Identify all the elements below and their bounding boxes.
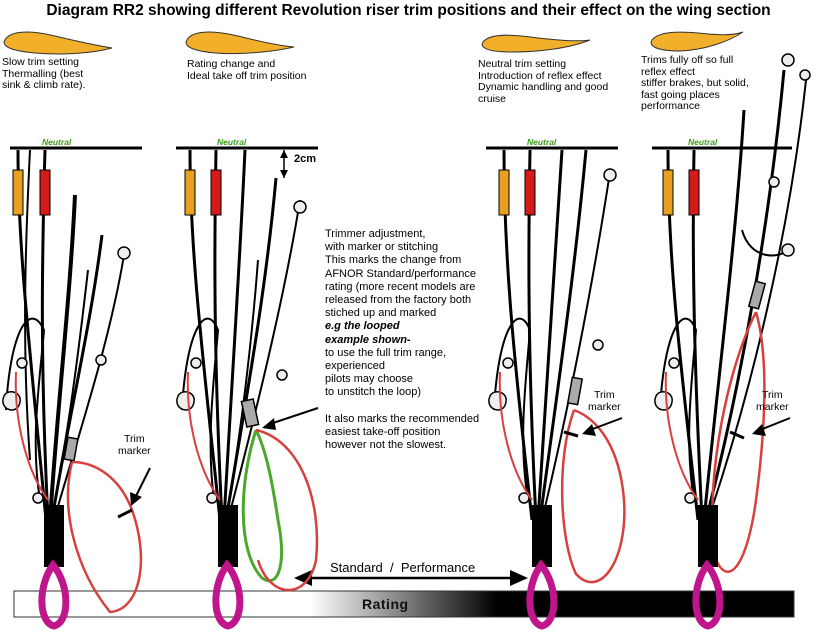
trim-marker-word: marker <box>588 401 621 413</box>
caption-slow-trim: Slow trim setting Thermalling (best sink… <box>2 56 132 92</box>
riser-set-2 <box>176 146 319 630</box>
diagram-title: Diagram RR2 showing different Revolution… <box>46 2 771 19</box>
wing-profile-1 <box>3 31 113 55</box>
caption-line: Trims fully off so full <box>641 54 734 66</box>
note-line: to use the full trim range, <box>325 346 447 359</box>
trim-marker-word: Trim <box>762 389 783 401</box>
note-line: easiest take-off position <box>325 425 441 438</box>
note-line: stiched up and marked <box>325 307 437 320</box>
caption-line: Rating change and <box>187 58 276 70</box>
caption-neutral-trim: Neutral trim setting Introduction of ref… <box>478 58 648 105</box>
riser-set-1 <box>2 146 151 630</box>
caption-rating-change: Rating change and Ideal take off trim po… <box>187 58 347 82</box>
caption-line: Introduction of reflex effect <box>478 69 602 82</box>
note-line: experienced <box>325 360 385 373</box>
caption-line: performance <box>641 100 700 112</box>
caption-line: sink & climb rate). <box>2 79 86 91</box>
trim-marker-label: Trim marker <box>118 433 151 457</box>
caption-line: Ideal take off trim position <box>187 69 307 82</box>
caption-line: fast going places <box>641 88 720 101</box>
note-line: to unstitch the loop) <box>325 386 422 399</box>
wing-profile-3 <box>481 34 591 53</box>
neutral-label: Neutral <box>42 137 72 147</box>
note-line-emphasis: example shown- <box>325 333 411 346</box>
trim-marker-label: Trim marker <box>588 389 621 413</box>
riser-set-4 <box>652 53 811 630</box>
note-line: Trimmer adjustment, <box>325 228 426 240</box>
note-line: rating (more recent models are <box>325 280 476 293</box>
wing-profile-2 <box>185 31 295 55</box>
caption-line: stiffer brakes, but solid, <box>641 77 749 89</box>
neutral-label: Neutral <box>217 137 247 147</box>
neutral-label: Neutral <box>527 137 557 147</box>
trim-marker-word: marker <box>756 401 789 413</box>
note-line: however not the slowest. <box>325 439 447 452</box>
trim-marker-label: Trim marker <box>756 389 789 413</box>
caption-trims-off: Trims fully off so full reflex effect st… <box>641 54 816 113</box>
note-line: It also marks the recommended <box>325 412 480 425</box>
note-line: This marks the change from <box>325 254 462 267</box>
note-line: with marker or stitching <box>325 241 439 254</box>
caption-line: Thermalling (best <box>2 67 84 80</box>
note-line-emphasis: e.g the looped <box>325 320 400 333</box>
note-line: released from the factory both <box>325 294 472 307</box>
caption-line: reflex effect <box>641 65 696 78</box>
trim-marker-word: Trim <box>594 389 615 401</box>
caption-line: Slow trim setting <box>2 56 80 68</box>
wing-profile-4 <box>650 31 744 52</box>
trimmer-note: Trimmer adjustment, with marker or stitc… <box>325 228 500 452</box>
neutral-label: Neutral <box>688 137 718 147</box>
trim-marker-word: marker <box>118 445 151 457</box>
rating-label: Rating <box>362 596 409 612</box>
trim-marker-word: Trim <box>124 433 145 445</box>
standard-performance-arrow <box>294 570 528 586</box>
riser-set-3 <box>486 146 626 630</box>
note-line: pilots may choose <box>325 373 414 386</box>
note-line: AFNOR Standard/performance <box>325 267 477 280</box>
caption-line: cruise <box>478 92 507 105</box>
caption-line: Dynamic handling and good <box>478 81 609 93</box>
standard-performance-label: Standard / Performance <box>330 560 476 575</box>
dimension-label: 2cm <box>294 153 317 165</box>
caption-line: Neutral trim setting <box>478 58 567 70</box>
rating-bar <box>13 590 795 618</box>
